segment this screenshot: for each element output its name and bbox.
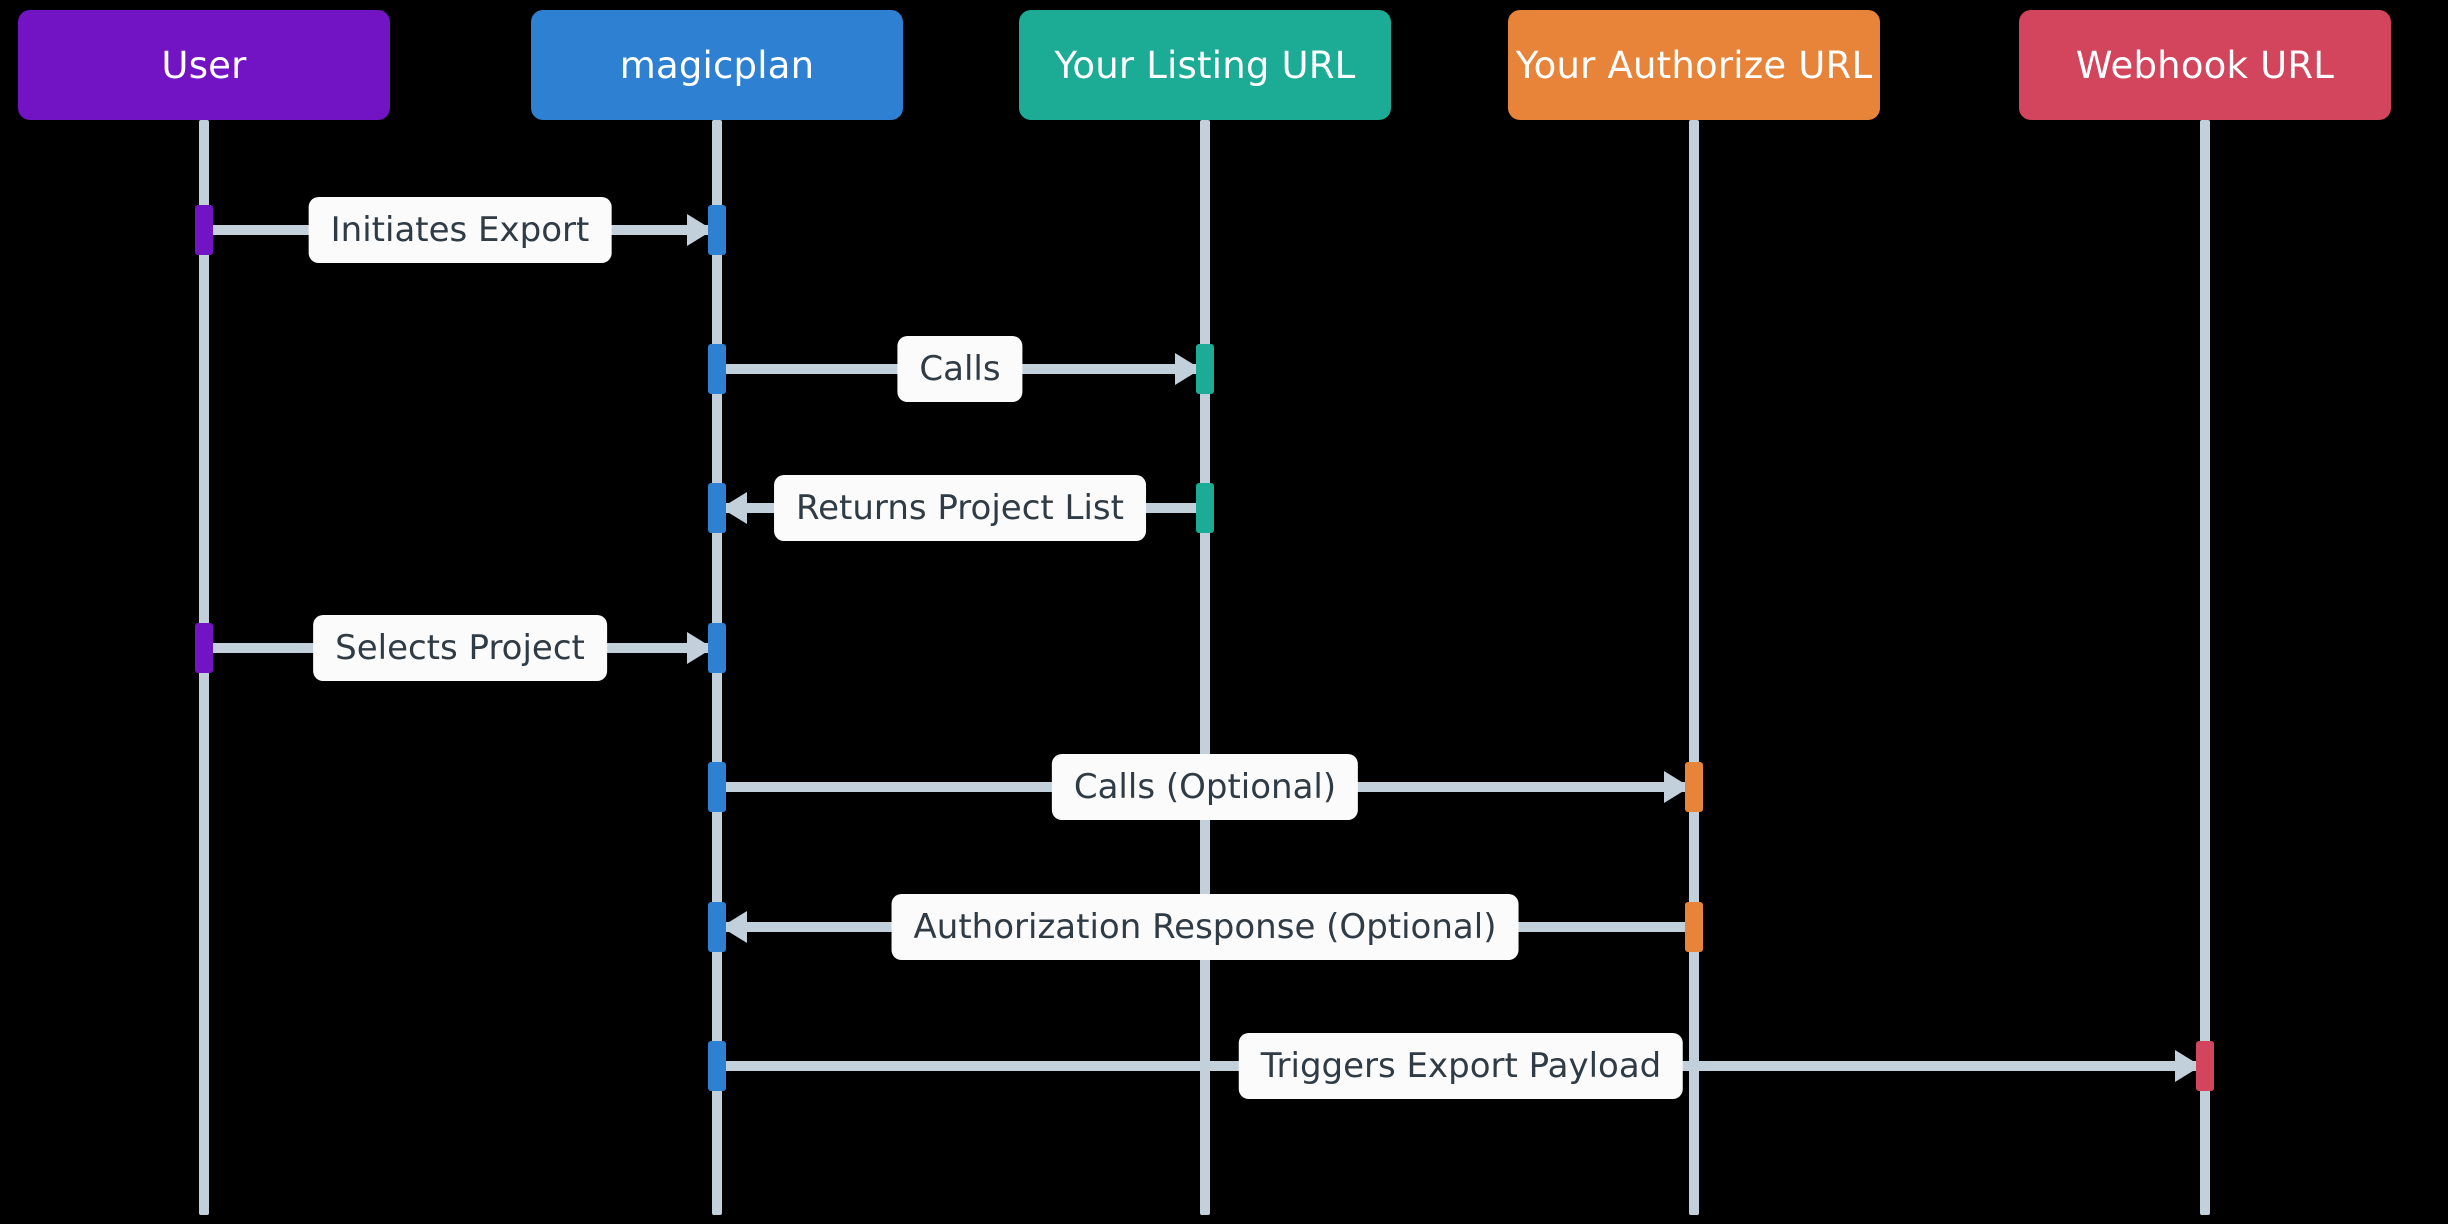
actor-header-user[interactable]: User xyxy=(18,10,390,120)
activation-bar-listing xyxy=(1196,483,1214,533)
activation-bar-magicplan xyxy=(708,483,726,533)
message-label-text: Selects Project xyxy=(335,628,585,668)
activation-bar-magicplan xyxy=(708,623,726,673)
activation-bar-magicplan xyxy=(708,902,726,952)
message-label-m1: Initiates Export xyxy=(308,197,612,263)
message-label-text: Triggers Export Payload xyxy=(1260,1046,1662,1086)
message-label-m5: Calls (Optional) xyxy=(1051,754,1359,820)
actor-header-magicplan[interactable]: magicplan xyxy=(531,10,903,120)
actor-label: User xyxy=(161,43,247,87)
actor-label: Your Listing URL xyxy=(1054,43,1356,87)
actor-label: Webhook URL xyxy=(2075,43,2335,87)
activation-bar-user xyxy=(195,205,213,255)
message-label-m7: Triggers Export Payload xyxy=(1238,1033,1684,1099)
message-label-text: Returns Project List xyxy=(796,488,1124,528)
message-label-text: Authorization Response (Optional) xyxy=(913,907,1497,947)
message-label-text: Initiates Export xyxy=(330,210,590,250)
message-label-m6: Authorization Response (Optional) xyxy=(891,894,1519,960)
message-label-text: Calls (Optional) xyxy=(1073,767,1337,807)
actor-header-listing[interactable]: Your Listing URL xyxy=(1019,10,1391,120)
activation-bar-user xyxy=(195,623,213,673)
message-label-m3: Returns Project List xyxy=(774,475,1146,541)
message-label-m4: Selects Project xyxy=(313,615,607,681)
activation-bar-listing xyxy=(1196,344,1214,394)
activation-bar-magicplan xyxy=(708,205,726,255)
actor-header-authorize[interactable]: Your Authorize URL xyxy=(1508,10,1880,120)
message-label-m2: Calls xyxy=(897,336,1023,402)
actor-header-webhook[interactable]: Webhook URL xyxy=(2019,10,2391,120)
activation-bar-magicplan xyxy=(708,762,726,812)
message-label-text: Calls xyxy=(919,349,1001,389)
activation-bar-authorize xyxy=(1685,902,1703,952)
actor-label: Your Authorize URL xyxy=(1515,43,1873,87)
activation-bar-webhook xyxy=(2196,1041,2214,1091)
actor-label: magicplan xyxy=(619,43,815,87)
activation-bar-magicplan xyxy=(708,1041,726,1091)
lifeline-webhook xyxy=(2200,120,2210,1215)
activation-bar-magicplan xyxy=(708,344,726,394)
lifeline-authorize xyxy=(1689,120,1699,1215)
lifeline-listing xyxy=(1200,120,1210,1215)
activation-bar-authorize xyxy=(1685,762,1703,812)
